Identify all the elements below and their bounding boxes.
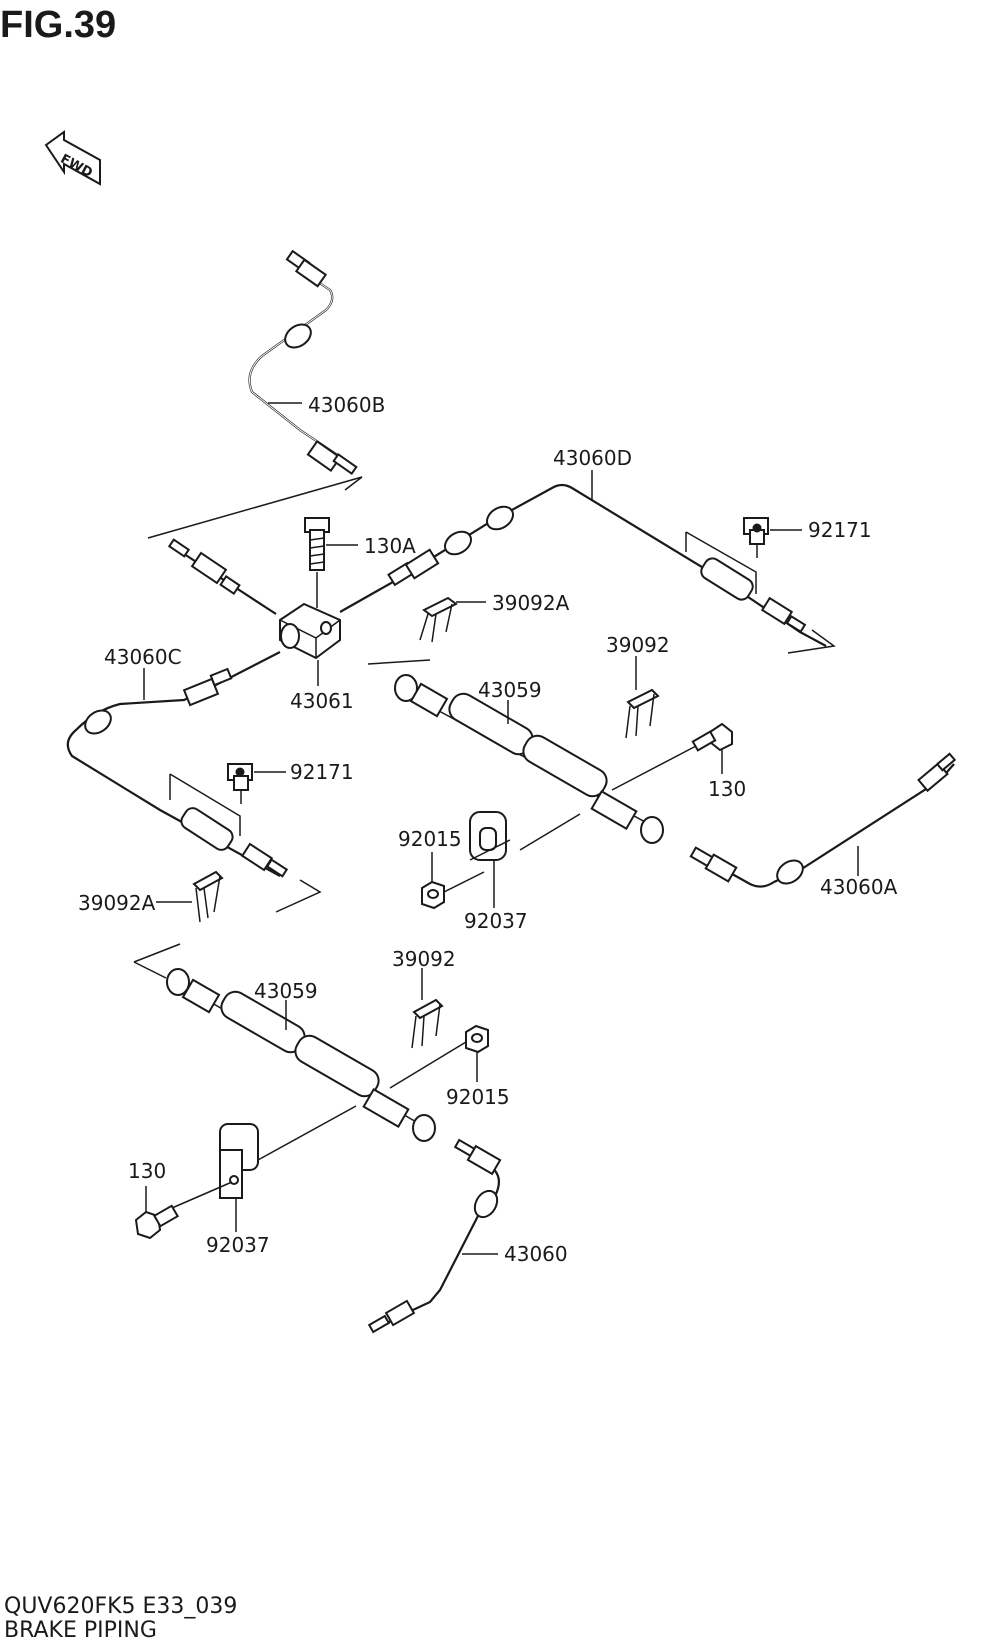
- callout-43060D: 43060D: [553, 446, 632, 470]
- callout-39092A-top: 39092A: [492, 591, 570, 615]
- fwd-arrow-icon: FWD: [44, 130, 101, 186]
- figure-name: BRAKE PIPING: [4, 1618, 157, 1643]
- pipe-stub-left: [167, 538, 277, 615]
- callout-39092A-left: 39092A: [78, 891, 156, 915]
- clip-92171-top: [743, 517, 769, 558]
- pipe-43060B: [248, 249, 358, 475]
- callout-92171-left: 92171: [290, 760, 354, 784]
- pipe-43060: [367, 1138, 502, 1334]
- figure-title: FIG.39: [0, 4, 117, 46]
- hose-43059-bottom: [166, 968, 436, 1142]
- bracket-92037-mid: [469, 811, 511, 861]
- callout-92037-mid: 92037: [464, 909, 528, 933]
- pipe-43060D: [339, 483, 827, 647]
- pipe-43060C: [66, 651, 289, 878]
- bracket-92037-bottom: [219, 1105, 357, 1199]
- clip-39092A-left: [192, 870, 224, 923]
- callout-92171-top: 92171: [808, 518, 872, 542]
- cut-line-right: [787, 629, 836, 654]
- hose-43059-top: [394, 674, 664, 844]
- clip-39092A-top: [419, 596, 458, 643]
- nut-92015-bottom: [389, 1024, 489, 1089]
- nut-92015-mid: [421, 880, 445, 910]
- bolt-130-left: [134, 1181, 233, 1240]
- callout-43061: 43061: [290, 689, 354, 713]
- figure-code: QUV620FK5 E33_039: [4, 1594, 238, 1619]
- callout-43060B: 43060B: [308, 393, 385, 417]
- tee-block-43061: [279, 602, 341, 660]
- callout-130-left: 130: [128, 1159, 166, 1183]
- leader-92037-link: [519, 813, 581, 851]
- callout-92037-bottom: 92037: [206, 1233, 270, 1257]
- cut-line-mid: [367, 659, 431, 665]
- clip-bracket-top: [685, 531, 757, 594]
- clip-92171-left: [227, 763, 253, 804]
- callout-43060: 43060: [504, 1242, 568, 1266]
- clip-bracket-left: [169, 773, 241, 836]
- callout-130A: 130A: [364, 534, 416, 558]
- clip-39092-top: [625, 688, 660, 739]
- callout-39092-top: 39092: [606, 633, 670, 657]
- bolt-130-right: [611, 722, 733, 791]
- callout-43060C: 43060C: [104, 645, 182, 669]
- callout-43059-top: 43059: [478, 678, 542, 702]
- bolt-130A: [304, 517, 330, 608]
- leader-92015-link: [443, 871, 485, 893]
- callout-92015-bottom: 92015: [446, 1085, 510, 1109]
- pipe-43060A: [689, 752, 957, 888]
- cut-line-bottom-left: [133, 943, 181, 979]
- cut-line-left: [275, 879, 322, 913]
- callout-130-right: 130: [708, 777, 746, 801]
- callout-39092-bottom: 39092: [392, 947, 456, 971]
- cut-line: [147, 476, 363, 539]
- callout-43059-bottom: 43059: [254, 979, 318, 1003]
- callout-92015-mid: 92015: [398, 827, 462, 851]
- callout-43060A: 43060A: [820, 875, 898, 899]
- clip-39092-bottom: [411, 998, 444, 1049]
